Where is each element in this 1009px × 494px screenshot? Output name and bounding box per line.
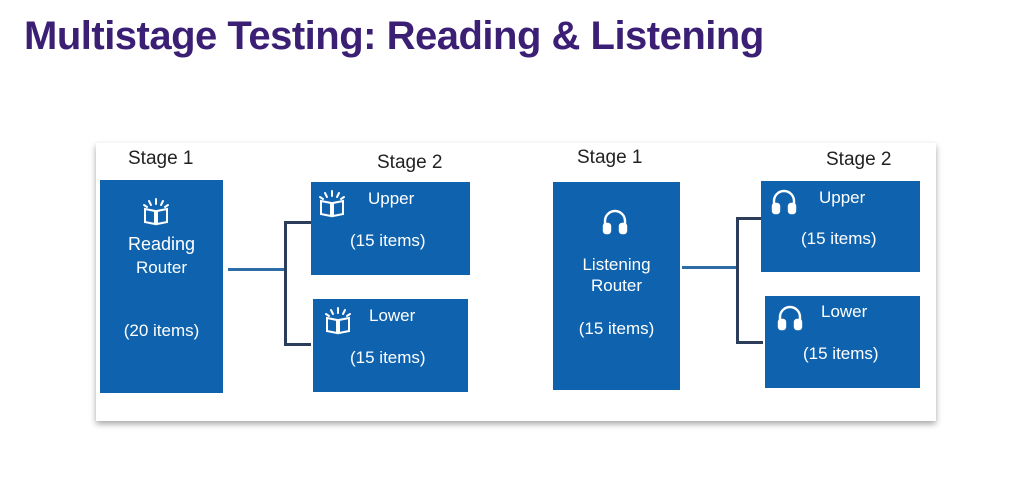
- page-title: Multistage Testing: Reading & Listening: [24, 14, 764, 58]
- listening-router-items: (15 items): [578, 319, 655, 338]
- reading-router-box: Reading Router (20 items): [100, 180, 223, 393]
- listening-bracket: [736, 217, 763, 344]
- reading-lower-box: Lower (15 items): [313, 299, 468, 392]
- reading-router-name-1: Reading: [127, 234, 196, 254]
- listening-router-name-1: Listening: [582, 255, 651, 274]
- listening-router-name-2: Router: [590, 276, 643, 295]
- listening-stage2-label: Stage 2: [826, 149, 892, 170]
- listening-stage1-label: Stage 1: [577, 147, 643, 168]
- headphones-icon: [777, 305, 803, 331]
- headphones-icon: [602, 209, 628, 235]
- reading-router-items: (20 items): [123, 321, 200, 340]
- open-book-icon: [325, 307, 351, 335]
- open-book-icon: [143, 198, 169, 226]
- open-book-icon: [319, 190, 345, 218]
- reading-lower-label: Lower: [369, 306, 416, 325]
- reading-bracket: [284, 221, 311, 346]
- listening-upper-box: Upper (15 items): [761, 181, 920, 272]
- reading-lower-items: (15 items): [350, 348, 426, 367]
- listening-lower-label: Lower: [821, 302, 868, 321]
- reading-stage2-label: Stage 2: [377, 152, 443, 173]
- listening-upper-items: (15 items): [801, 229, 877, 248]
- reading-router-name-2: Router: [135, 258, 188, 277]
- listening-lower-items: (15 items): [803, 344, 879, 363]
- reading-stage1-label: Stage 1: [128, 148, 194, 169]
- headphones-icon: [771, 189, 797, 215]
- listening-upper-label: Upper: [819, 188, 866, 207]
- reading-upper-items: (15 items): [350, 231, 426, 250]
- listening-lower-box: Lower (15 items): [765, 296, 920, 388]
- listening-router-box: Listening Router (15 items): [553, 182, 680, 390]
- listening-connector-line: [682, 266, 736, 269]
- reading-connector-line: [228, 268, 284, 271]
- reading-upper-label: Upper: [368, 189, 415, 208]
- reading-upper-box: Upper (15 items): [311, 182, 470, 275]
